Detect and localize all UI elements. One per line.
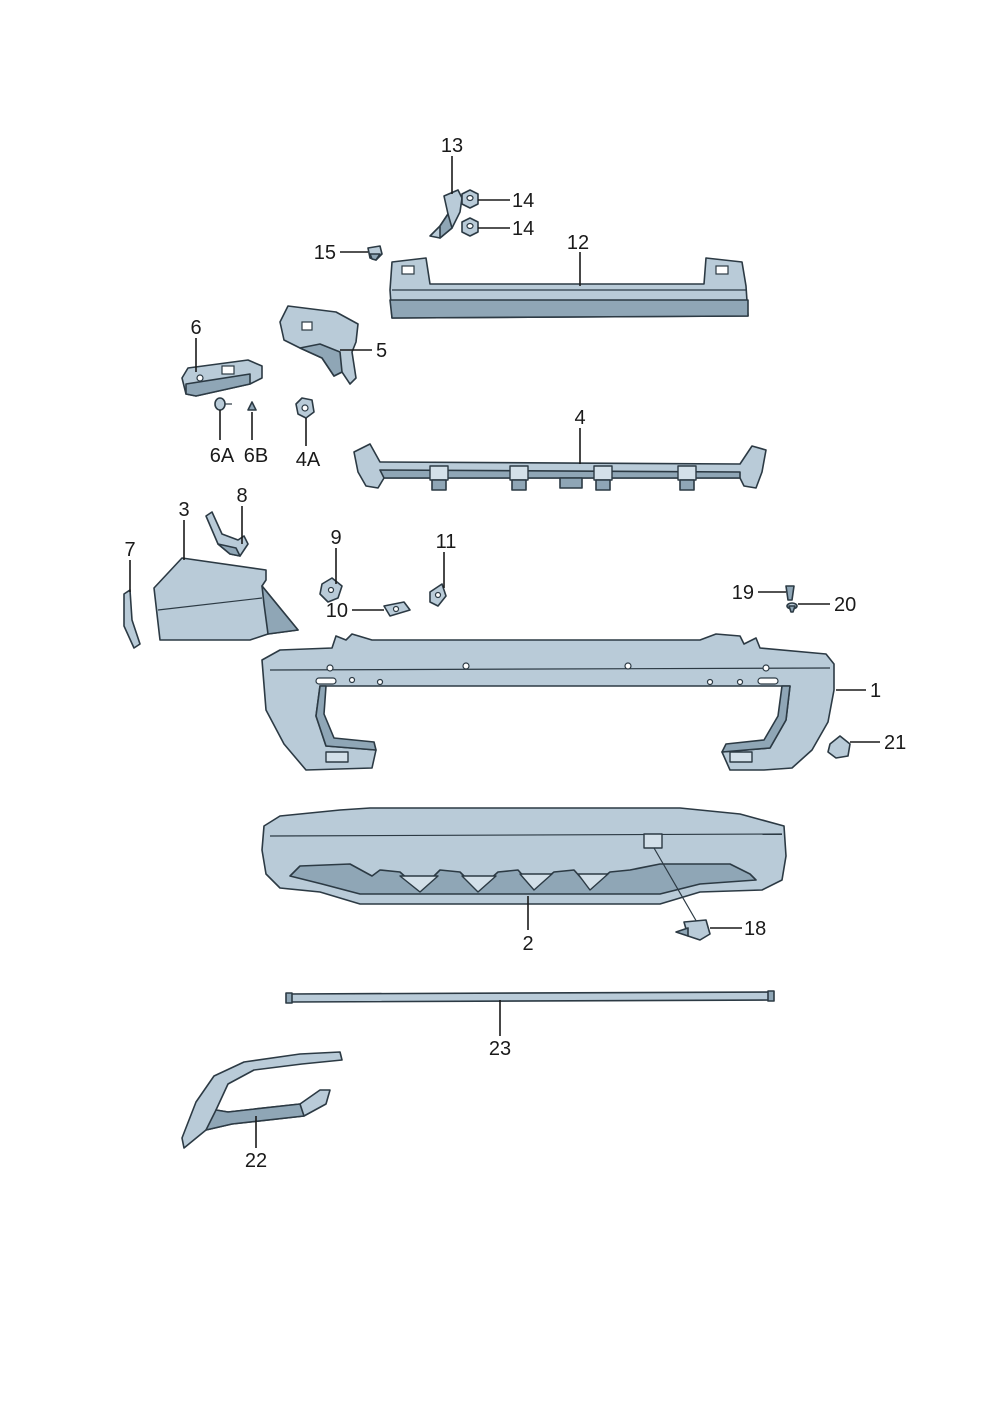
part-1-bumper-cover[interactable]: [261, 633, 835, 771]
part-11-clip[interactable]: [429, 583, 447, 607]
part-5-mounting-bracket[interactable]: [279, 305, 359, 385]
label-3: 3: [178, 499, 189, 521]
part-4a-nut[interactable]: [295, 397, 315, 419]
label-1: 1: [870, 680, 881, 702]
label-4a: 4A: [296, 449, 321, 471]
label-5: 5: [376, 340, 387, 362]
part-6b-clip[interactable]: [247, 401, 257, 411]
label-4: 4: [574, 407, 585, 429]
part-7-trim-strip[interactable]: [123, 589, 141, 649]
part-8-bracket[interactable]: [205, 511, 249, 557]
part-18-tow-eye-cover[interactable]: [675, 919, 711, 941]
label-21: 21: [884, 732, 906, 754]
part-12-bumper-bar[interactable]: [389, 257, 749, 319]
part-22-chrome-strip[interactable]: [181, 1051, 343, 1149]
label-2: 2: [522, 933, 533, 955]
label-14-lower: 14: [512, 218, 534, 240]
part-labels: 13 14 14 15 12 6 5 6A 6B 4A 4 8 3 7 9 10…: [124, 135, 906, 1172]
part-14-nut-lower[interactable]: [461, 217, 479, 237]
part-6a-fastener[interactable]: [214, 397, 232, 411]
part-9-clip[interactable]: [319, 577, 343, 603]
label-6a: 6A: [210, 445, 235, 467]
label-10: 10: [326, 600, 348, 622]
label-20: 20: [834, 594, 856, 616]
label-8: 8: [236, 485, 247, 507]
label-6: 6: [190, 317, 201, 339]
part-4-impact-absorber[interactable]: [353, 443, 767, 491]
part-21-cap[interactable]: [827, 735, 851, 759]
part-13-bracket[interactable]: [429, 189, 463, 239]
part-19-screw[interactable]: [785, 585, 795, 601]
label-6b: 6B: [244, 445, 268, 467]
label-11: 11: [436, 531, 457, 553]
label-19: 19: [732, 582, 754, 604]
part-3-side-cover[interactable]: [153, 557, 299, 641]
part-6-side-bracket[interactable]: [181, 359, 263, 397]
part-15-clip[interactable]: [367, 245, 383, 261]
label-13: 13: [441, 135, 463, 157]
label-23: 23: [489, 1038, 511, 1060]
leader-lines: [129, 156, 880, 1148]
label-9: 9: [330, 527, 341, 549]
label-22: 22: [245, 1150, 267, 1172]
part-23-trim-rod[interactable]: [285, 990, 775, 1004]
label-14-upper: 14: [512, 190, 534, 212]
label-15: 15: [314, 242, 336, 264]
label-12: 12: [567, 232, 589, 254]
part-14-nut-upper[interactable]: [461, 189, 479, 209]
label-18: 18: [744, 918, 766, 940]
part-10-clip[interactable]: [383, 601, 411, 617]
part-20-rivet[interactable]: [786, 602, 798, 613]
label-7: 7: [124, 539, 135, 561]
part-2-lower-trim[interactable]: [261, 807, 787, 925]
